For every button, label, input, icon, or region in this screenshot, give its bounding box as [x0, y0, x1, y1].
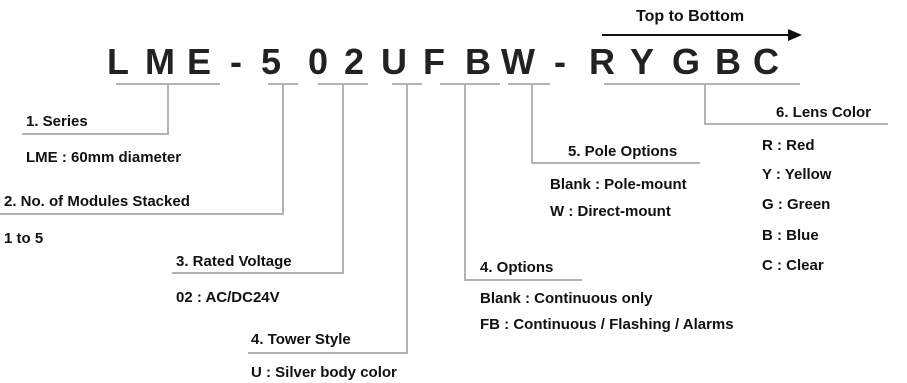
lens-color-value-b: B : Blue [762, 227, 819, 244]
code-letter: 2 [343, 41, 365, 82]
code-letter: L [107, 41, 129, 82]
connector-voltage [172, 84, 344, 274]
connector-modules [0, 84, 284, 215]
code-letter: B [465, 41, 491, 82]
code-separator: - [554, 41, 566, 82]
code-letter: M [145, 41, 175, 82]
code-letter: U [381, 41, 407, 82]
connector-lens [704, 84, 888, 125]
code-letter: Y [629, 41, 654, 82]
voltage-title: 3. Rated Voltage [176, 253, 292, 270]
pole-options-title: 5. Pole Options [568, 143, 678, 160]
code-letter: E [186, 41, 211, 82]
direction-label: Top to Bottom [636, 8, 745, 25]
connector-options [464, 84, 582, 281]
modules-value: 1 to 5 [4, 230, 44, 247]
options-value-1: Blank : Continuous only [480, 290, 653, 307]
lens-color-value-y: Y : Yellow [762, 166, 832, 183]
pole-options-value-2: W : Direct-mount [550, 203, 671, 220]
code-letter: 0 [307, 41, 329, 82]
code-separator: - [230, 41, 242, 82]
direction-arrow [602, 29, 802, 41]
code-letter: 5 [260, 41, 282, 82]
lens-color-title: 6. Lens Color [776, 104, 872, 121]
code-letter: R [589, 41, 615, 82]
lens-color-value-g: G : Green [762, 196, 831, 213]
connector-pole [531, 84, 700, 164]
tower-style-title: 4. Tower Style [251, 331, 351, 348]
options-title: 4. Options [480, 259, 554, 276]
code-letter: G [671, 41, 700, 82]
code-letter: C [753, 41, 779, 82]
options-value-2: FB : Continuous / Flashing / Alarms [480, 316, 734, 333]
tower-style-value: U : Silver body color [251, 364, 397, 381]
series-value: LME : 60mm diameter [26, 149, 182, 166]
pole-options-value-1: Blank : Pole-mount [550, 176, 687, 193]
series-title: 1. Series [26, 113, 88, 130]
code-letter: B [715, 41, 741, 82]
lens-color-value-c: C : Clear [762, 257, 824, 274]
lens-color-value-r: R : Red [762, 137, 815, 154]
modules-title: 2. No. of Modules Stacked [4, 193, 190, 210]
connector-series [22, 84, 169, 135]
voltage-value: 02 : AC/DC24V [176, 289, 280, 306]
code-letter: W [501, 41, 535, 82]
code-letter: F [423, 41, 445, 82]
connector-tower [248, 84, 408, 354]
